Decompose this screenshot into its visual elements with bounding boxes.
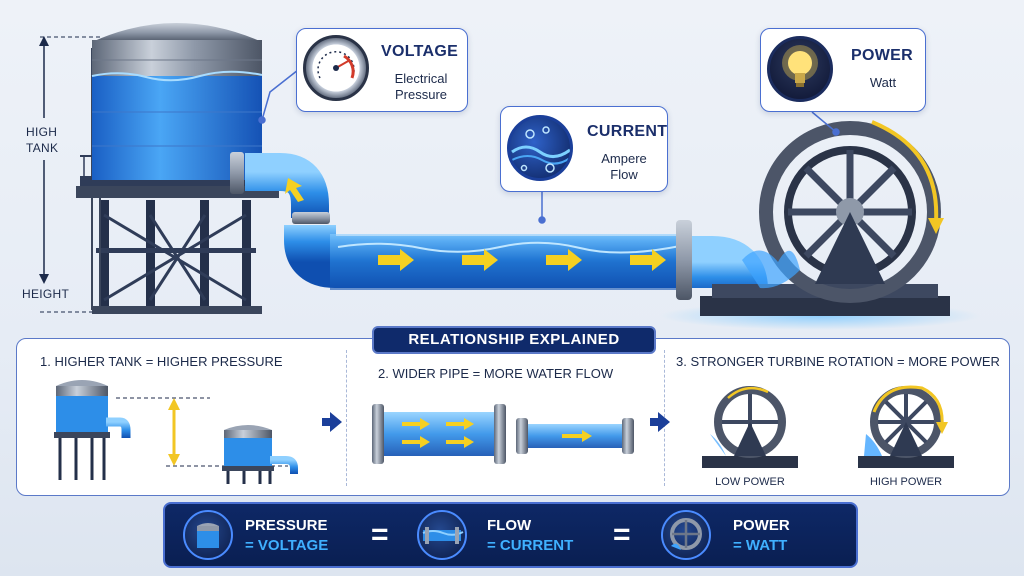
pipe-icon — [417, 510, 467, 560]
main-illustration — [39, 23, 980, 330]
current-subtitle: Ampere Flow — [601, 151, 647, 182]
pipe-icon-narrow — [516, 418, 634, 454]
high-tank-label: HIGH TANK — [26, 125, 59, 155]
power-subtitle: Watt — [869, 75, 897, 90]
step3-title: 3. STRONGER TURBINE ROTATION = MORE POWE… — [676, 354, 1000, 369]
water-bubbles-icon — [507, 115, 573, 181]
step1-title: 1. HIGHER TANK = HIGHER PRESSURE — [40, 354, 283, 369]
arrow-step2 — [650, 412, 670, 432]
power-watt-text: POWER = WATT — [733, 517, 790, 554]
summary-bar: PRESSURE = VOLTAGE = FLOW = CURRENT = PO… — [163, 502, 858, 568]
power-title: POWER — [851, 47, 913, 64]
pressure-voltage-text: PRESSURE = VOLTAGE — [245, 517, 329, 554]
arrow-step1 — [322, 412, 342, 432]
panel-title: RELATIONSHIP EXPLAINED — [372, 326, 656, 354]
flow-arrows — [285, 178, 666, 271]
turbine-icon-low — [702, 386, 798, 468]
tank-icon-short — [222, 425, 298, 484]
current-title: CURRENT — [587, 123, 668, 140]
height-measure — [39, 36, 100, 313]
voltage-title: VOLTAGE — [381, 43, 459, 60]
low-power-label: LOW POWER — [715, 476, 785, 488]
water-turbine — [660, 120, 980, 330]
step2-title: 2. WIDER PIPE = MORE WATER FLOW — [378, 366, 614, 381]
equals-sign-2: = — [613, 518, 631, 551]
pipe-icon-wide — [372, 404, 506, 464]
voltage-subtitle: Electrical Pressure — [394, 71, 448, 102]
water-tower — [76, 23, 279, 314]
main-pipe — [230, 152, 768, 300]
turbine-icon-high — [858, 385, 954, 468]
voltage-callout: VOLTAGE Electrical Pressure — [296, 28, 468, 112]
power-callout: POWER Watt — [760, 28, 926, 112]
pressure-gauge-icon — [303, 35, 369, 101]
callout-leaders — [258, 69, 840, 224]
panel-divider-1 — [346, 350, 347, 486]
light-bulb-icon — [767, 36, 833, 102]
tank-icon — [183, 510, 233, 560]
tank-icon-tall — [54, 380, 131, 480]
panel-illustrations — [54, 380, 954, 484]
height-label: HEIGHT — [22, 287, 70, 301]
current-callout: CURRENT Ampere Flow — [500, 106, 668, 192]
turbine-icon — [661, 510, 711, 560]
high-power-label: HIGH POWER — [869, 476, 943, 488]
flow-current-text: FLOW = CURRENT — [487, 517, 574, 554]
equals-sign-1: = — [371, 518, 389, 551]
